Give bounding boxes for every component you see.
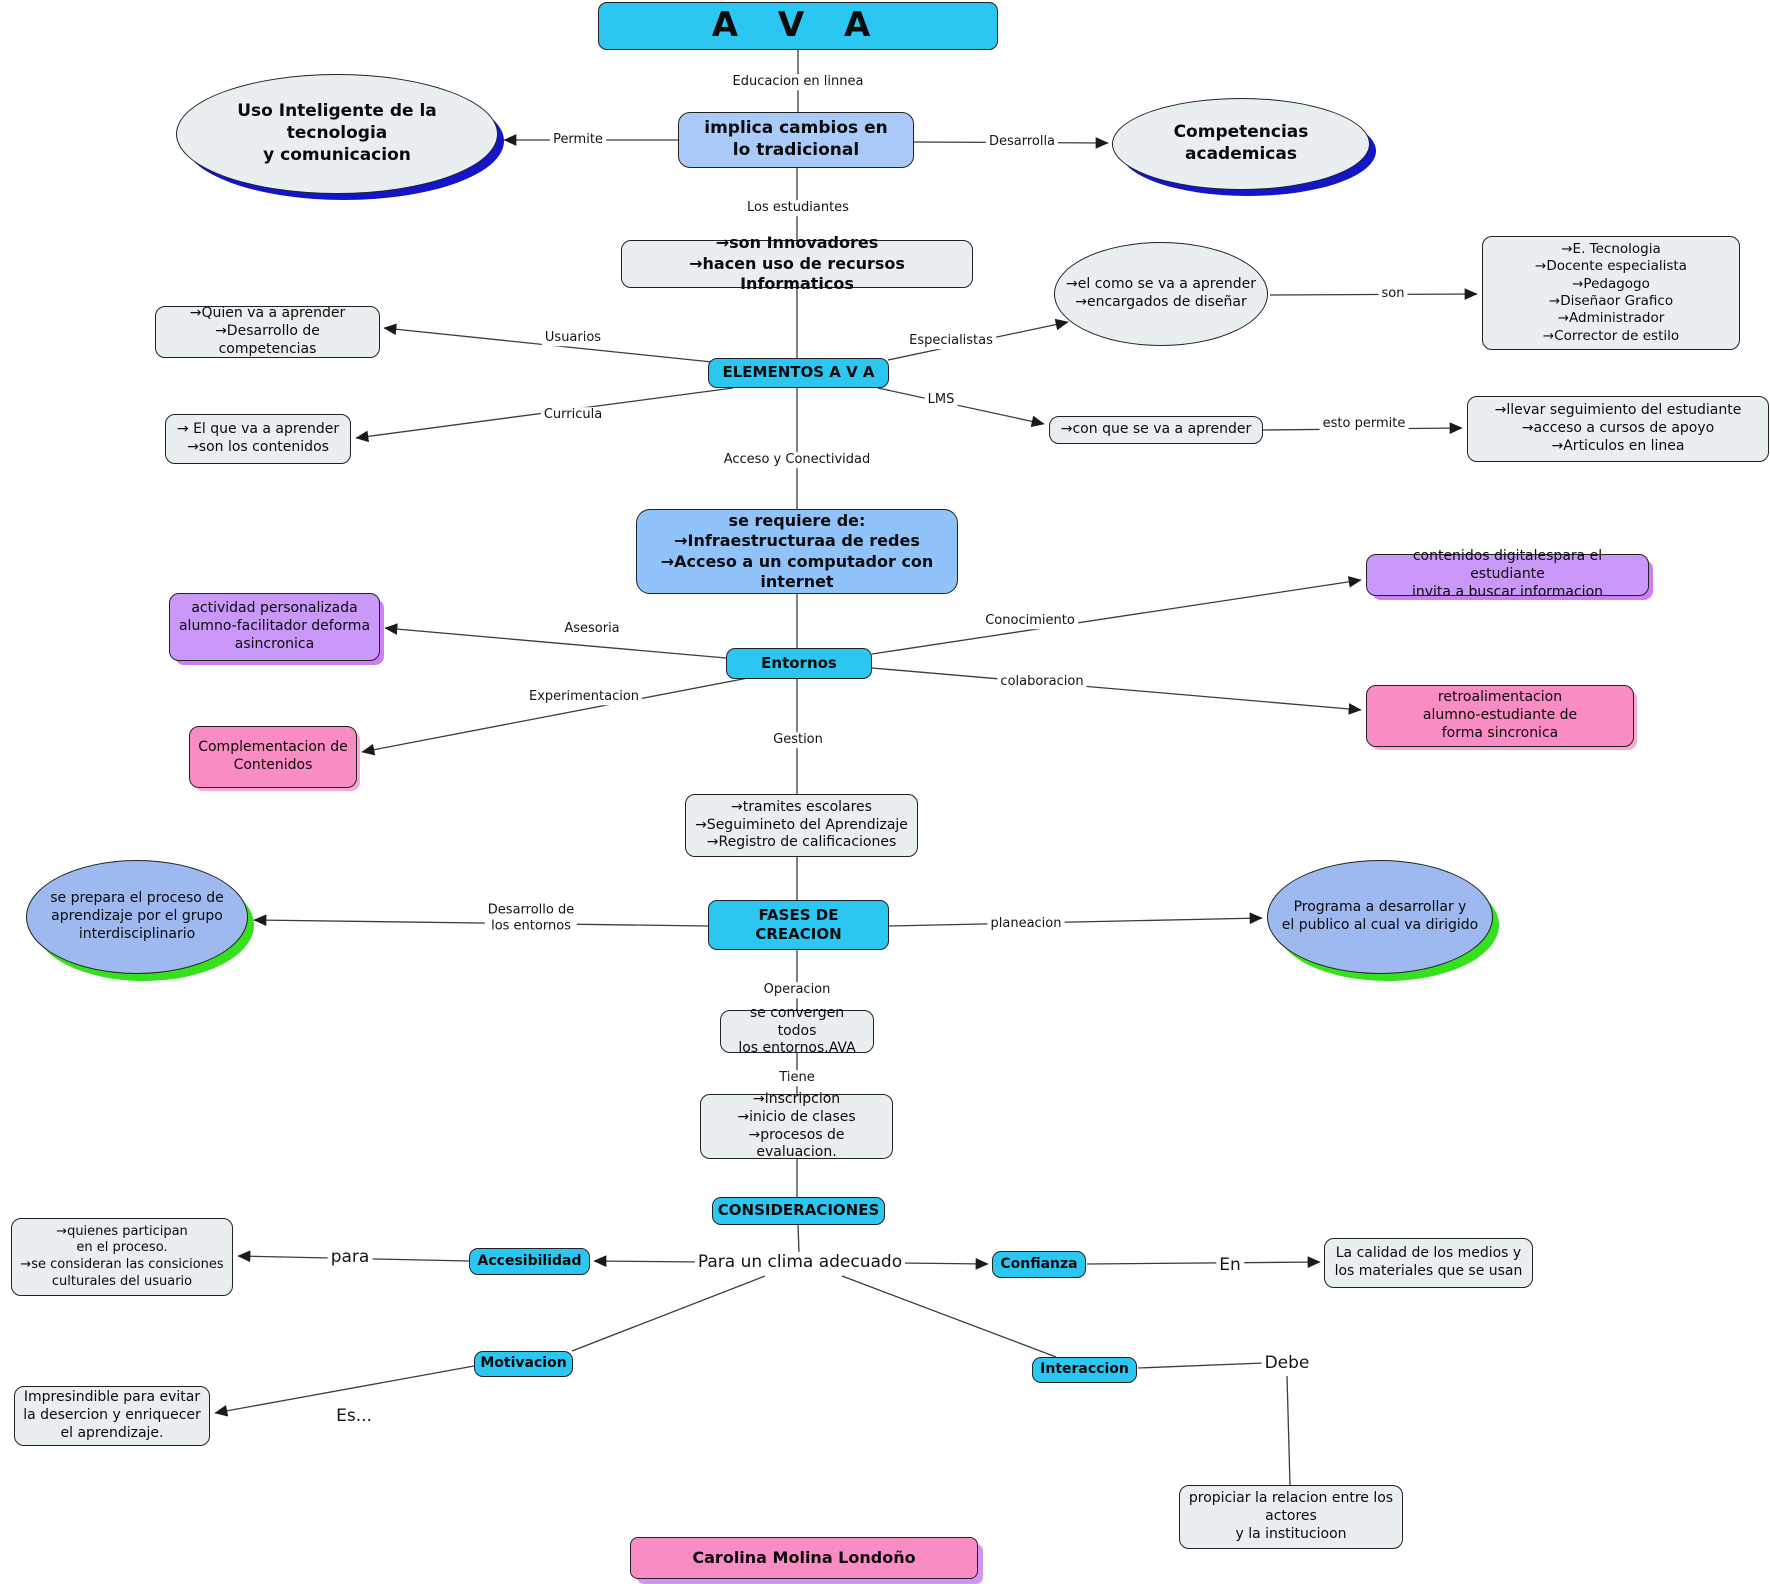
node-ava-title[interactable]: A V A — [598, 2, 998, 50]
node-calidad-de-medios[interactable]: La calidad de los medios y los materiale… — [1324, 1238, 1533, 1288]
node-quien-va-a-aprender[interactable]: →Quien va a aprender →Desarrollo de comp… — [155, 305, 380, 358]
link-clima-motivacion — [571, 1275, 766, 1352]
link-label-educacion-en-linnea: Educacion en linnea — [729, 74, 867, 90]
link-label-curricula: Curricula — [540, 407, 606, 423]
node-entornos[interactable]: Entornos — [726, 648, 872, 679]
link-entornos-retro — [871, 667, 1362, 715]
link-label-permite: Permite — [550, 132, 606, 148]
node-se-requiere-de[interactable]: se requiere de: →Infraestructuraa de red… — [636, 509, 958, 594]
link-label-especialistas: Especialistas — [906, 333, 996, 349]
link-label-planeacion: planeacion — [987, 916, 1065, 932]
node-programa-a-desarrollar-ellipse[interactable]: Programa a desarrollar y el publico al c… — [1267, 860, 1493, 974]
link-fases-programa — [888, 912, 1263, 927]
link-label-esto-permite: esto permite — [1319, 416, 1409, 432]
node-accesibilidad[interactable]: Accesibilidad — [469, 1248, 590, 1275]
node-elementos-ava[interactable]: ELEMENTOS A V A — [708, 358, 889, 388]
node-complementacion-contenidos[interactable]: Complementacion de Contenidos — [189, 726, 357, 788]
node-propiciar-relacion[interactable]: propiciar la relacion entre los actores … — [1179, 1485, 1403, 1549]
link-label-desarrollo-de-los-entornos: Desarrollo de los entornos — [484, 902, 578, 934]
link-label-para-un-clima-adecuado: Para un clima adecuado — [694, 1251, 906, 1273]
link-label-colaboracion: colaboracion — [997, 674, 1087, 690]
node-author-name[interactable]: Carolina Molina Londoño — [630, 1537, 978, 1579]
link-label-es: Es... — [333, 1405, 375, 1427]
node-retroalimentacion[interactable]: retroalimentacion alumno-estudiante de f… — [1366, 685, 1634, 747]
link-label-conocimiento: Conocimiento — [982, 613, 1078, 629]
node-implica-cambios[interactable]: implica cambios en lo tradicional — [678, 112, 914, 168]
link-consideraciones-clima — [797, 1224, 800, 1253]
node-con-que-se-va-a-aprender[interactable]: →con que se va a aprender — [1049, 416, 1263, 444]
link-debe-propiciar — [1286, 1375, 1291, 1486]
link-label-operacion: Operacion — [760, 982, 834, 998]
link-label-en: En — [1216, 1254, 1244, 1276]
link-motivacion-impresindible — [214, 1365, 475, 1417]
node-consideraciones[interactable]: CONSIDERACIONES — [712, 1197, 885, 1225]
node-tramites-escolares[interactable]: →tramites escolares →Seguimineto del Apr… — [685, 794, 918, 857]
node-interaccion[interactable]: Interaccion — [1032, 1357, 1137, 1383]
link-fases-prepara — [253, 914, 709, 927]
node-imprescindible-evitar-desercion[interactable]: Impresindible para evitar la desercion y… — [14, 1386, 210, 1446]
node-llevar-seguimiento[interactable]: →llevar seguimiento del estudiante →acce… — [1467, 396, 1769, 462]
node-fases-de-creacion[interactable]: FASES DE CREACION — [708, 900, 889, 950]
link-label-debe: Debe — [1261, 1352, 1313, 1374]
link-label-asesoria: Asesoria — [561, 621, 623, 637]
node-actividad-personalizada[interactable]: actividad personalizada alumno-facilitad… — [169, 593, 380, 661]
link-como-roles — [1269, 288, 1478, 300]
node-se-prepara-proceso-ellipse[interactable]: se prepara el proceso de aprendizaje por… — [26, 860, 248, 974]
link-clima-accesibilidad — [593, 1255, 702, 1267]
link-clima-interaccion — [841, 1275, 1057, 1358]
node-inscripcion[interactable]: →Inscripcion →inicio de clases →procesos… — [700, 1091, 893, 1160]
node-quienes-participan[interactable]: →quienes participan en el proceso. →se c… — [11, 1218, 233, 1296]
node-se-convergen-entornos[interactable]: se convergen todos los entornos.AVA — [720, 1005, 874, 1056]
link-label-usuarios: Usuarios — [541, 330, 605, 346]
link-clima-confianza — [899, 1258, 989, 1270]
link-confianza-calidad — [1086, 1256, 1321, 1268]
link-entornos-contenidos — [871, 576, 1362, 655]
node-confianza[interactable]: Confianza — [992, 1251, 1086, 1278]
link-label-experimentacion: Experimentacion — [525, 689, 643, 705]
node-motivacion[interactable]: Motivacion — [474, 1351, 573, 1377]
link-label-son: son — [1378, 286, 1408, 302]
node-contenidos-digitales[interactable]: contenidos digitalespara el estudiante i… — [1366, 548, 1649, 600]
link-elementos-conque — [877, 387, 1045, 428]
link-label-lms: LMS — [924, 392, 958, 408]
node-como-se-va-a-aprender-ellipse[interactable]: →el como se va a aprender →encargados de… — [1054, 242, 1268, 346]
link-label-los-estudiantes: Los estudiantes — [744, 200, 852, 216]
link-entornos-complementacion — [361, 677, 749, 756]
link-label-desarrolla: Desarrolla — [985, 134, 1059, 150]
node-especialistas-roles[interactable]: →E. Tecnologia →Docente especialista →Pe… — [1482, 236, 1740, 350]
link-entornos-actividad — [384, 623, 727, 659]
node-uso-inteligente-ellipse[interactable]: Uso Inteligente de la tecnologia y comun… — [176, 74, 498, 194]
node-son-innovadores[interactable]: →son Innovadores →hacen uso de recursos … — [621, 233, 973, 293]
link-label-tiene: Tiene — [776, 1070, 818, 1086]
link-label-gestion: Gestion — [770, 732, 826, 748]
link-label-acceso-y-conectividad: Acceso y Conectividad — [720, 452, 874, 468]
node-el-que-va-a-aprender[interactable]: → El que va a aprender →son los contenid… — [165, 414, 351, 464]
link-label-para: para — [327, 1246, 373, 1268]
node-competencias-academicas-ellipse[interactable]: Competencias academicas — [1112, 98, 1370, 190]
link-interaccion-debe — [1137, 1362, 1265, 1369]
